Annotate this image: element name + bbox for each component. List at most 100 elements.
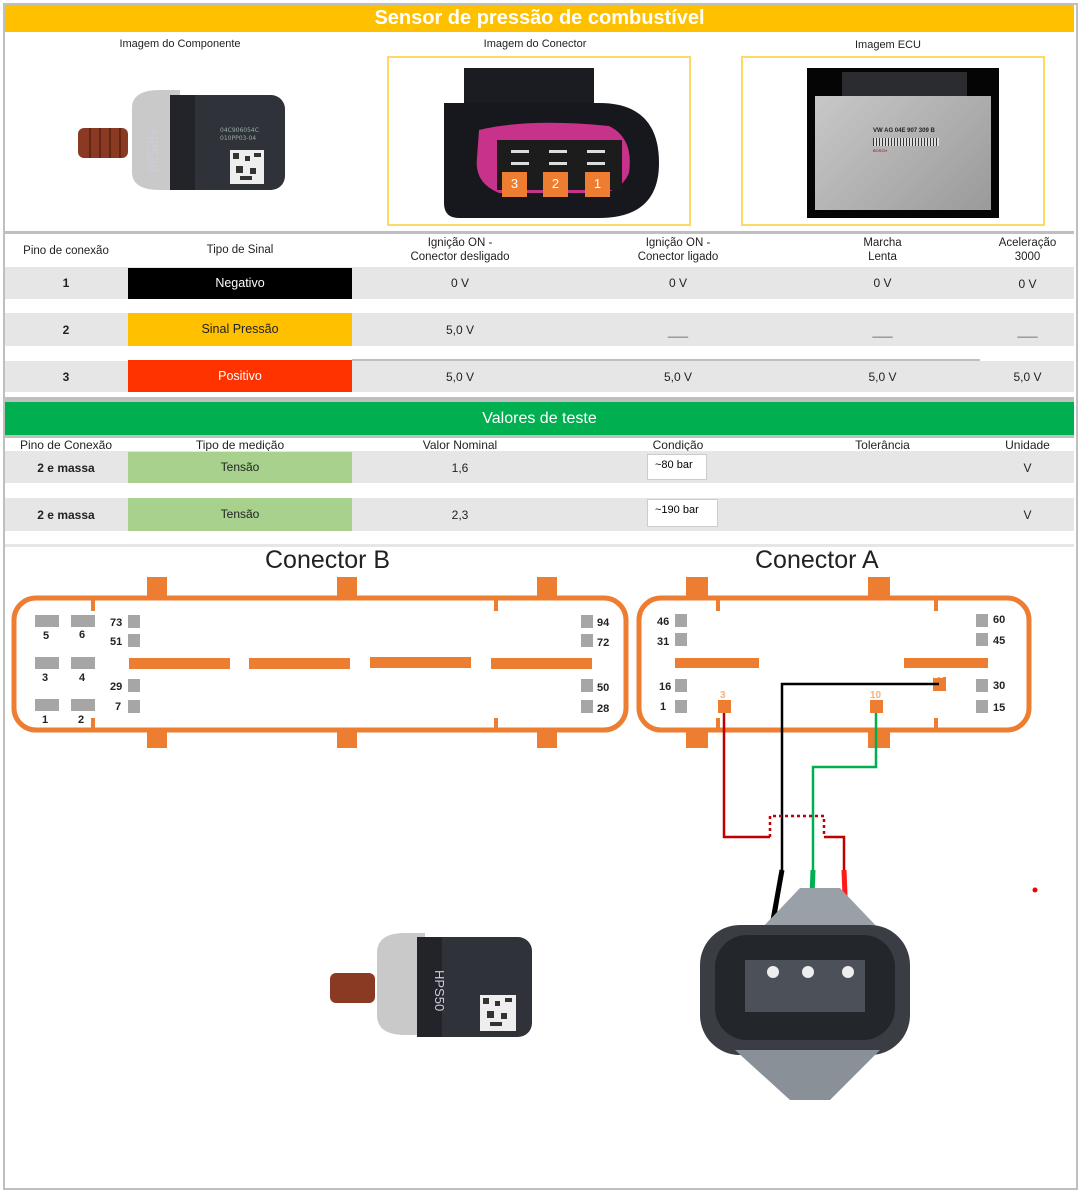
b-pin-label: 5	[43, 630, 49, 642]
test-pin: 2 e massa	[37, 461, 95, 475]
col-header-ign-on: Ignição ON - Conector ligado	[637, 237, 719, 263]
marker-dot	[1032, 887, 1038, 893]
col-header-ign-off: Ignição ON - Conector desligado	[410, 237, 510, 263]
b-pin-label: 94	[597, 617, 610, 629]
b-pin-label: 72	[597, 637, 609, 649]
sensor-connector-illustration	[700, 888, 910, 1100]
value-ign-on: 0 V	[668, 276, 687, 290]
col-header-measurement: Tipo de medição	[195, 438, 285, 452]
a-active-pin-3	[718, 700, 731, 713]
value-idle: ___	[872, 324, 893, 338]
component-image-caption: Imagem do Componente	[119, 38, 241, 50]
value-accel: 0 V	[1018, 277, 1037, 291]
value-ign-on: ___	[667, 324, 689, 338]
col-header-pin: Pino de Conexão	[19, 438, 113, 452]
b-pin-label: 4	[79, 672, 86, 684]
col-header-signal: Tipo de Sinal	[206, 244, 274, 256]
pin-number: 1	[62, 276, 70, 290]
fuel-pressure-sensor-illustration: 04C906054C 010PP03-04 HPS50	[78, 90, 285, 190]
col-header-accel: Aceleração 3000	[998, 237, 1057, 263]
test-values-title: Valores de teste	[5, 402, 1074, 435]
condition-value: ~190 bar	[647, 499, 718, 527]
connector-illustration	[444, 68, 659, 218]
a-pin-label: 15	[993, 702, 1005, 714]
a-pin-label: 30	[993, 680, 1005, 692]
svg-text:HPS50: HPS50	[432, 970, 447, 1011]
ecu-photo-background: VW AG 04E 907 309 B BOSCH	[807, 68, 999, 218]
svg-text:04C906054C: 04C906054C	[220, 127, 259, 134]
b-pin-label: 1	[42, 714, 48, 726]
ecu-image-caption: Imagem ECU	[854, 39, 922, 51]
divider	[5, 231, 1074, 234]
a-active-pin-28	[933, 677, 946, 691]
connector-image: 3 2 1	[387, 56, 691, 226]
divider	[5, 435, 1074, 438]
signal-type-badge: Negativo	[128, 268, 352, 299]
divider	[5, 544, 1074, 547]
a-pin-label: 46	[657, 616, 669, 628]
b-pin-label: 50	[597, 682, 609, 694]
test-pin: 2 e massa	[37, 508, 95, 522]
b-pin-label: 51	[110, 636, 122, 648]
ecu-brand: BOSCH	[873, 148, 888, 153]
b-pin-label: 29	[110, 681, 122, 693]
b-pin-label: 3	[42, 672, 48, 684]
connector-pin-label: 3	[510, 176, 519, 191]
nominal-value: 2,3	[451, 508, 469, 522]
svg-text:HPS50: HPS50	[144, 130, 159, 172]
measurement-type: Tensão	[128, 452, 352, 483]
a-active-pin-10	[870, 700, 883, 713]
value-ign-off: 5,0 V	[445, 323, 475, 337]
b-pin-label: 28	[597, 703, 609, 715]
connector-b-outline	[11, 595, 629, 733]
signal-type-badge: Sinal Pressão	[128, 313, 352, 346]
connector-b-title: Conector B	[265, 546, 391, 574]
a-pin-label: 16	[659, 681, 671, 693]
col-header-idle: Marcha Lenta	[863, 237, 902, 263]
measurement-type: Tensão	[128, 498, 352, 531]
connector-pin-label: 2	[551, 176, 560, 191]
connector-a-outline	[636, 595, 1032, 733]
wiring-diagram-svg: 5 6 3 4 1 2 73 51 29 7 94 72 50 28 46 31…	[11, 577, 1038, 1100]
signal-type-badge: Positivo	[128, 360, 352, 392]
col-header-nominal: Valor Nominal	[422, 438, 498, 452]
wire-red	[722, 713, 770, 839]
ecu-barcode	[873, 138, 939, 146]
wire-red-dashed	[768, 814, 826, 837]
a-pin-label: 45	[993, 635, 1005, 647]
a-active-pin-label: 28	[933, 670, 945, 681]
divider	[352, 359, 980, 361]
connector-pin-label: 1	[593, 176, 602, 191]
page-title: Sensor de pressão de combustível	[5, 5, 1074, 32]
b-pin-label: 73	[110, 617, 122, 629]
pin-number: 2	[62, 323, 70, 337]
value-idle: 5,0 V	[868, 370, 897, 384]
a-pin-label: 60	[993, 614, 1005, 626]
col-header-pin: Pino de conexão	[23, 245, 109, 257]
b-pin-label: 2	[78, 714, 84, 726]
value-ign-on: 5,0 V	[663, 370, 693, 384]
col-header-condition: Condição	[652, 438, 704, 452]
value-accel: ___	[1017, 324, 1038, 338]
a-active-pin-label: 10	[870, 690, 882, 701]
a-pin-label: 1	[660, 701, 666, 713]
col-header-unit: Unidade	[1005, 438, 1050, 452]
unit-value: V	[1023, 461, 1032, 475]
b-pin-label: 6	[79, 629, 85, 641]
a-active-pin-label: 3	[720, 690, 726, 701]
col-header-tolerance: Tolerância	[855, 438, 910, 452]
divider	[5, 397, 1074, 402]
a-pin-label: 31	[657, 636, 669, 648]
fuel-pressure-sensor-illustration: HPS50	[330, 933, 532, 1037]
ecu-label: VW AG 04E 907 309 B	[873, 128, 935, 134]
value-accel: 5,0 V	[1013, 370, 1042, 384]
nominal-value: 1,6	[451, 461, 469, 475]
wiring-diagram: 5 6 3 4 1 2 73 51 29 7 94 72 50 28 46 31…	[0, 570, 1081, 1110]
b-pin-label: 7	[115, 701, 121, 713]
value-idle: 0 V	[873, 276, 892, 290]
connector-a-title: Conector A	[755, 546, 879, 574]
connector-image-caption: Imagem do Conector	[483, 38, 587, 50]
value-ign-off: 5,0 V	[445, 370, 475, 384]
ecu-body	[815, 96, 991, 210]
component-image: 04C906054C 010PP03-04 HPS50	[70, 80, 300, 200]
